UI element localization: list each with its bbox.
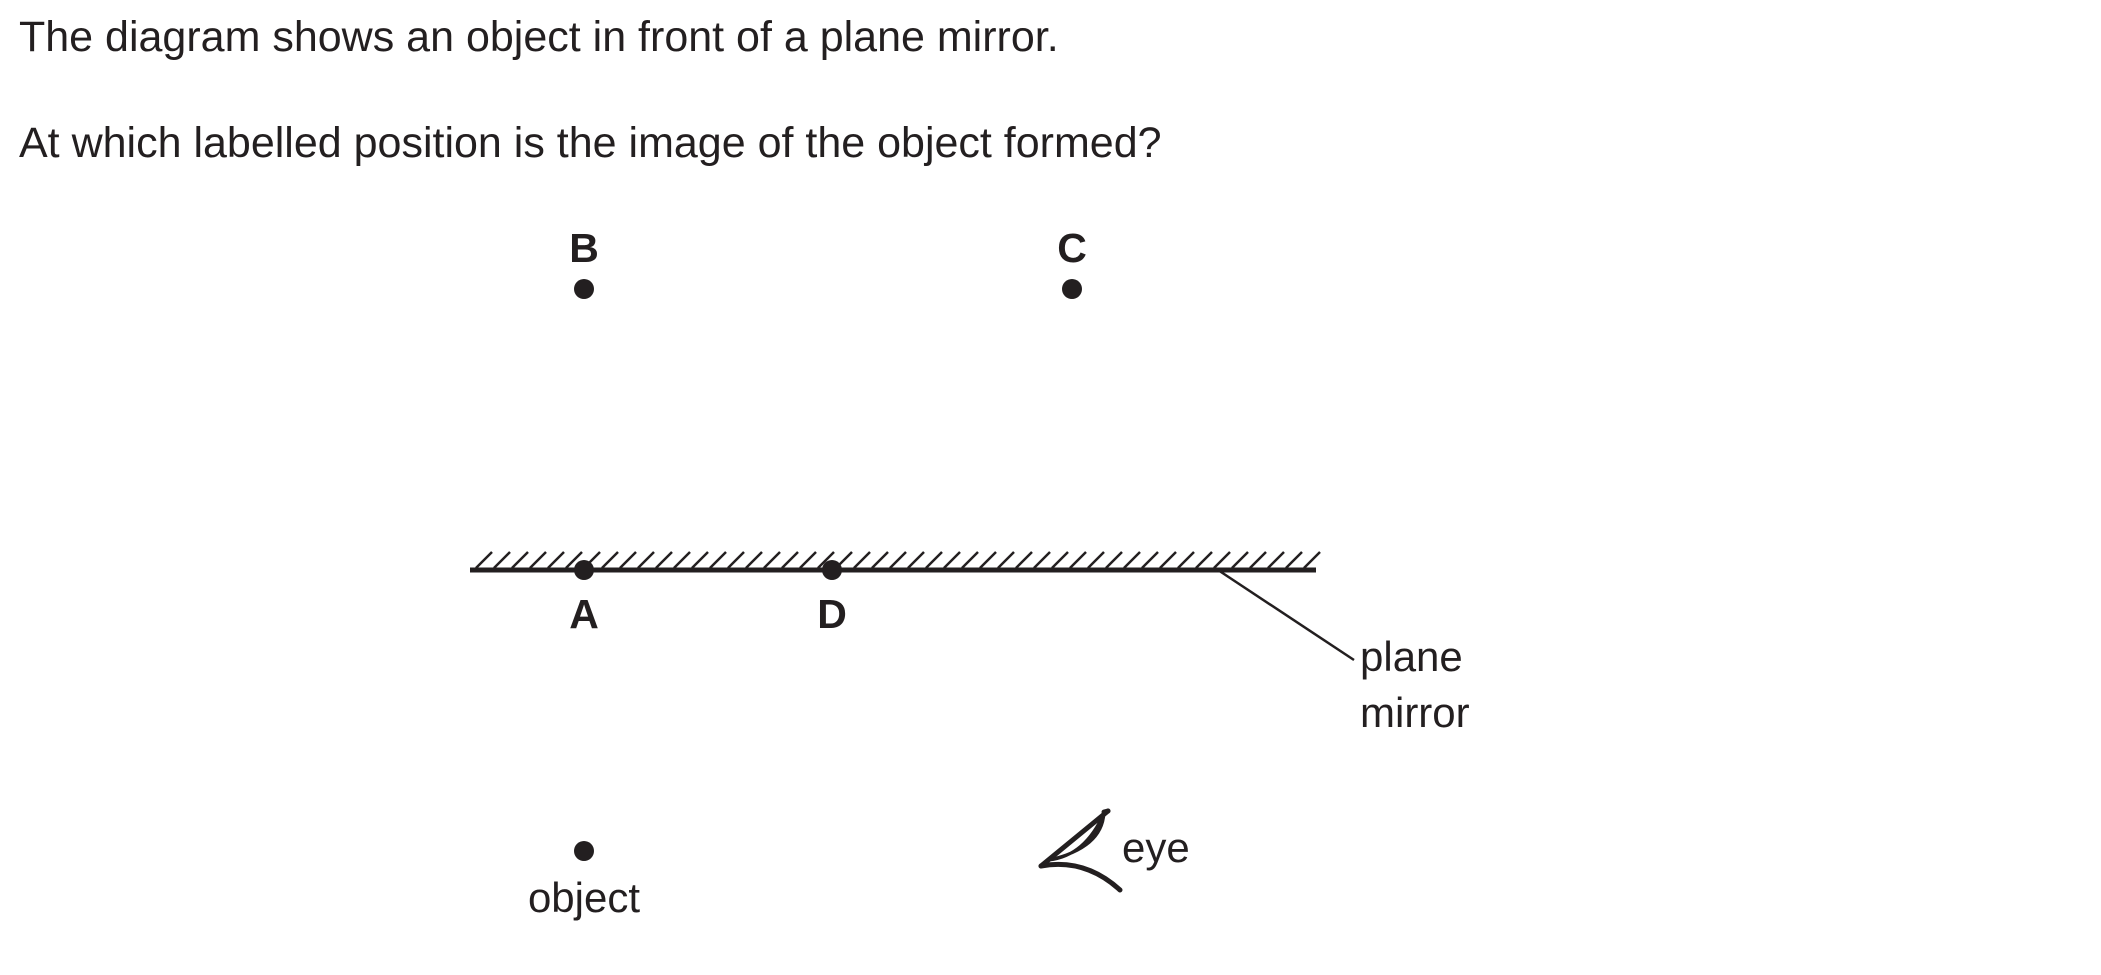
mirror-label-leader bbox=[1217, 568, 1355, 662]
mirror-hatch-mark bbox=[475, 551, 493, 569]
mirror-hatch-mark bbox=[1303, 551, 1321, 569]
question-line-1: The diagram shows an object in front of … bbox=[19, 13, 1059, 61]
mirror-hatch-mark bbox=[619, 551, 637, 569]
mirror-hatch-mark bbox=[493, 551, 511, 569]
mirror-hatch-mark bbox=[781, 551, 799, 569]
mirror-hatch-mark bbox=[601, 551, 619, 569]
mirror-hatch-mark bbox=[763, 551, 781, 569]
mirror-label-line1: plane bbox=[1360, 633, 1463, 680]
mirror-hatching bbox=[475, 551, 1321, 569]
plane-mirror bbox=[470, 551, 1321, 573]
eye-icon bbox=[1038, 808, 1123, 893]
mirror-hatch-mark bbox=[907, 551, 925, 569]
mirror-hatch-mark bbox=[529, 551, 547, 569]
mirror-hatch-mark bbox=[943, 551, 961, 569]
mirror-hatch-mark bbox=[1213, 551, 1231, 569]
point-b bbox=[574, 279, 594, 299]
eye-label: eye bbox=[1122, 824, 1190, 871]
mirror-hatch-mark bbox=[547, 551, 565, 569]
mirror-hatch-mark bbox=[979, 551, 997, 569]
mirror-hatch-mark bbox=[997, 551, 1015, 569]
mirror-hatch-mark bbox=[1105, 551, 1123, 569]
mirror-hatch-mark bbox=[1177, 551, 1195, 569]
mirror-hatch-mark bbox=[727, 551, 745, 569]
mirror-hatch-mark bbox=[1159, 551, 1177, 569]
mirror-hatch-mark bbox=[673, 551, 691, 569]
mirror-hatch-mark bbox=[691, 551, 709, 569]
point-a bbox=[574, 560, 594, 580]
mirror-hatch-mark bbox=[1249, 551, 1267, 569]
mirror-hatch-mark bbox=[1195, 551, 1213, 569]
mirror-hatch-mark bbox=[655, 551, 673, 569]
mirror-hatch-mark bbox=[817, 551, 835, 569]
mirror-hatch-mark bbox=[511, 551, 529, 569]
mirror-hatch-mark bbox=[1267, 551, 1285, 569]
question-line-2: At which labelled position is the image … bbox=[19, 119, 1162, 167]
object-label: object bbox=[528, 874, 640, 921]
mirror-hatch-mark bbox=[1141, 551, 1159, 569]
mirror-hatch-mark bbox=[1069, 551, 1087, 569]
mirror-hatch-mark bbox=[1087, 551, 1105, 569]
mirror-hatch-mark bbox=[1285, 551, 1303, 569]
mirror-hatch-mark bbox=[925, 551, 943, 569]
point-c-label: C bbox=[1057, 225, 1087, 271]
point-d bbox=[822, 560, 842, 580]
mirror-hatch-mark bbox=[1123, 551, 1141, 569]
mirror-hatch-mark bbox=[961, 551, 979, 569]
mirror-hatch-mark bbox=[871, 551, 889, 569]
mirror-hatch-mark bbox=[799, 551, 817, 569]
mirror-hatch-mark bbox=[1051, 551, 1069, 569]
point-d-label: D bbox=[817, 591, 847, 637]
point-c bbox=[1062, 279, 1082, 299]
mirror-hatch-mark bbox=[637, 551, 655, 569]
mirror-hatch-mark bbox=[1231, 551, 1249, 569]
mirror-hatch-mark bbox=[1015, 551, 1033, 569]
object-point bbox=[574, 841, 594, 861]
mirror-hatch-mark bbox=[565, 551, 583, 569]
mirror-label-line2: mirror bbox=[1360, 689, 1470, 736]
mirror-hatch-mark bbox=[745, 551, 763, 569]
mirror-hatch-mark bbox=[709, 551, 727, 569]
point-b-label: B bbox=[569, 225, 599, 271]
point-a-label: A bbox=[569, 591, 599, 637]
mirror-hatch-mark bbox=[1033, 551, 1051, 569]
mirror-hatch-mark bbox=[889, 551, 907, 569]
mirror-hatch-mark bbox=[853, 551, 871, 569]
